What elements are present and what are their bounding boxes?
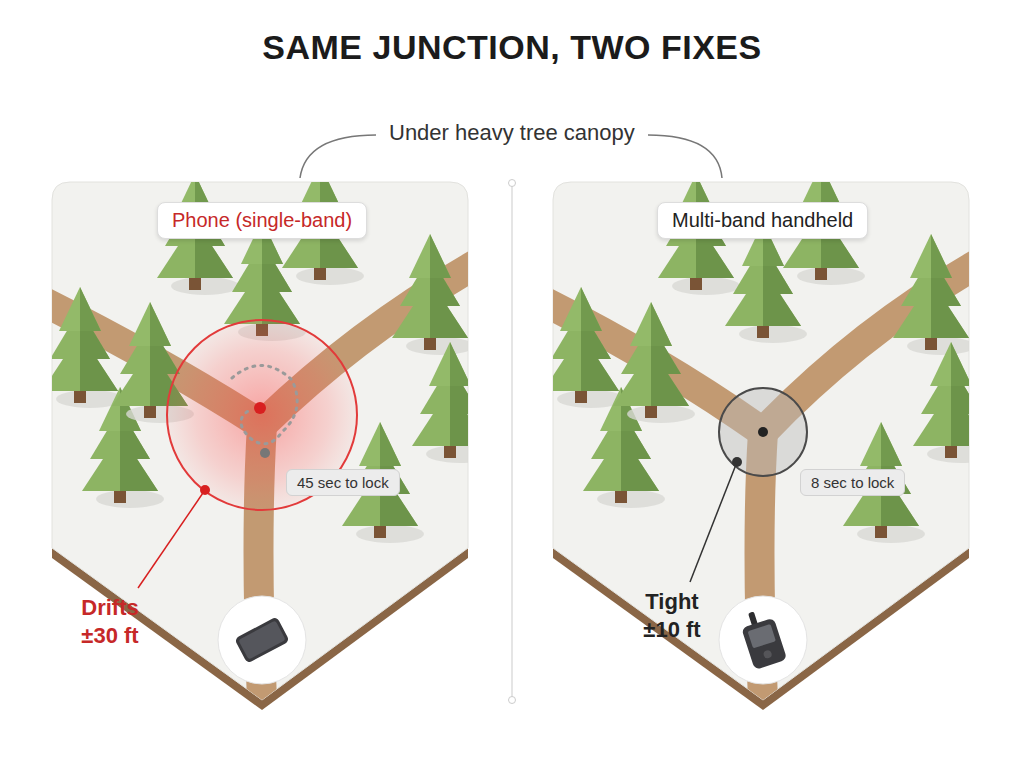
bracket-line [300,135,376,178]
accuracy-label: Tight ±10 ft [627,588,717,643]
position-dot [758,427,768,437]
handheld-icon [738,606,788,670]
leader-line [138,490,205,588]
accuracy-label: Drifts ±30 ft [64,594,156,649]
title: SAME JUNCTION, TWO FIXES [0,28,1024,67]
divider-end [509,180,516,187]
lock-time-tag: 45 sec to lock [286,469,400,496]
divider [511,186,513,698]
canopy-note: Under heavy tree canopy [385,120,639,146]
panel-label: Multi-band handheld [657,202,868,239]
leader-line [690,462,737,582]
phone-icon [234,616,290,663]
left-panel [40,164,494,710]
divider-end [509,697,516,704]
icon-disc [719,596,807,684]
position-dot [254,402,266,414]
right-panel [541,164,995,710]
box-text: Phone (single-band) [172,209,352,232]
panel-label: Phone (single-band) [157,202,367,239]
bracket-line [648,135,722,178]
lock-time-tag: 8 sec to lock [800,469,905,496]
box-text: Multi-band handheld [672,209,853,232]
box-text: 8 sec to lock [811,474,894,491]
drift-track [232,365,297,443]
position-dot [260,448,270,458]
box-text: 45 sec to lock [297,474,389,491]
error-circle [719,388,807,476]
icon-disc [218,596,306,684]
